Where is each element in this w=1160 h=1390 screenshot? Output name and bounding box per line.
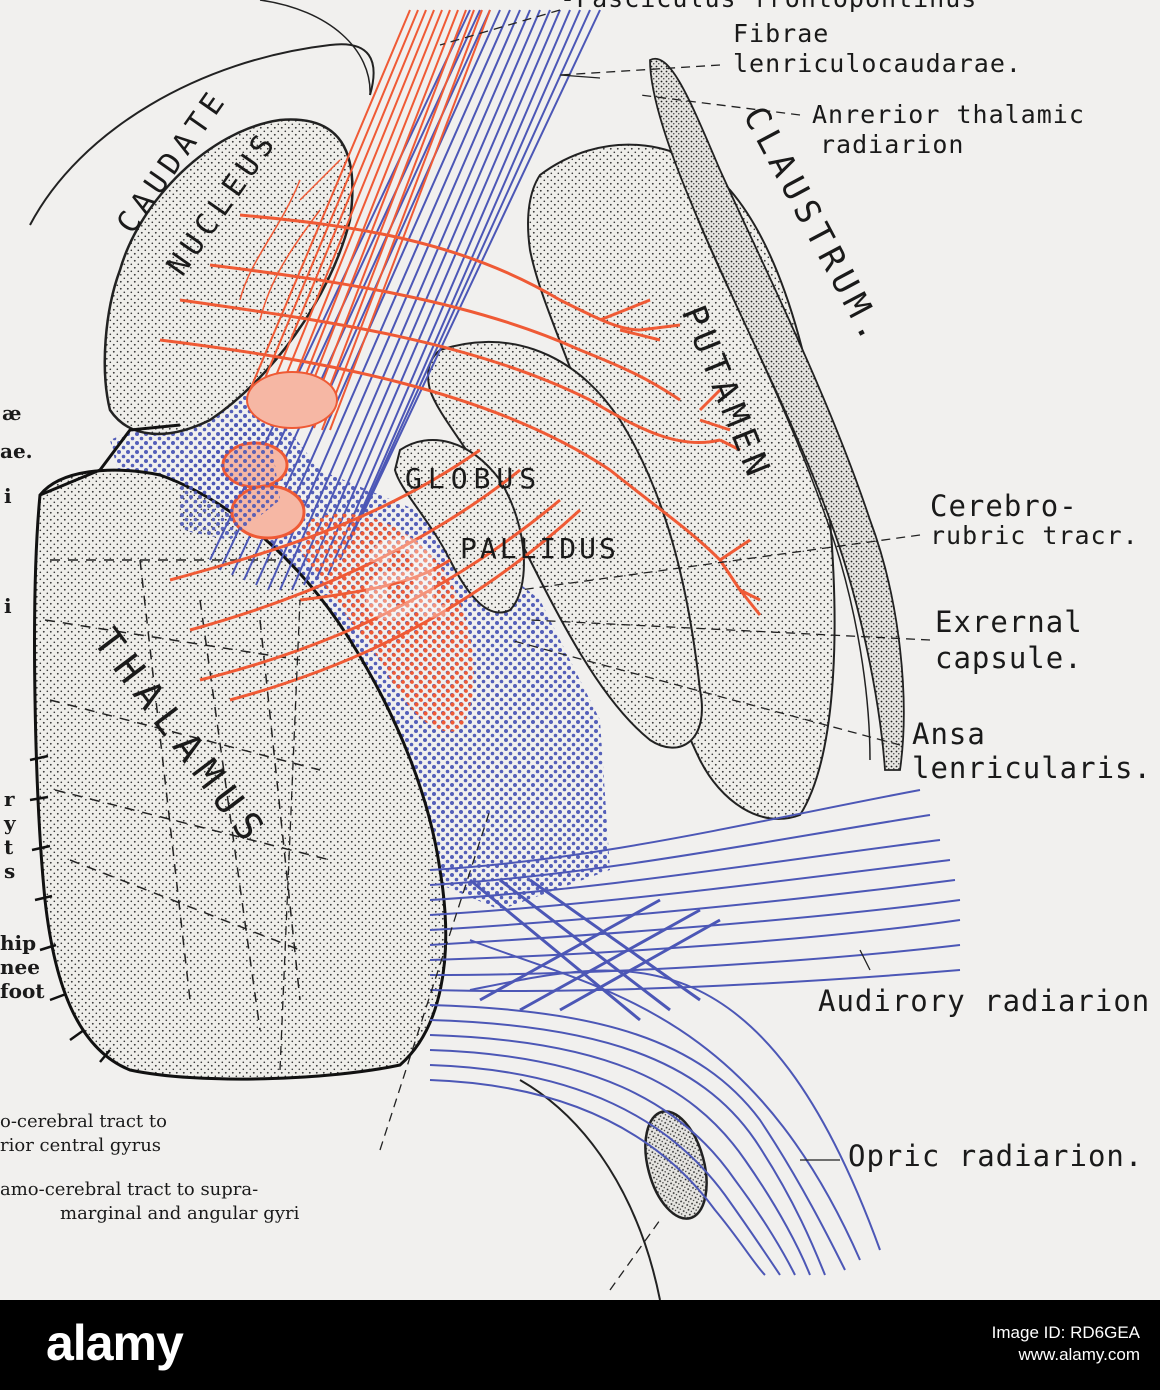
brand-logo[interactable]: alamy bbox=[46, 1314, 183, 1372]
edge-text-8: hip bbox=[0, 932, 36, 954]
edge-text-9: nee bbox=[0, 956, 40, 978]
label-external-1: Exrernal bbox=[935, 606, 1083, 638]
watermark-text: a bbox=[357, 479, 446, 655]
label-anterior-1: Anrerior thalamic bbox=[812, 101, 1085, 129]
edge-text-3: i bbox=[4, 595, 12, 617]
label-anterior-2: radiarion bbox=[820, 131, 964, 159]
edge-text-0: æ bbox=[2, 402, 22, 424]
watermark-footer: alamy Image ID: RD6GEA www.alamy.com bbox=[0, 1300, 1160, 1390]
label-external-2: capsule. bbox=[935, 642, 1083, 674]
site-url[interactable]: www.alamy.com bbox=[992, 1344, 1140, 1366]
image-id-label: Image ID: RD6GEA bbox=[992, 1322, 1140, 1344]
edge-text-10: foot bbox=[0, 980, 45, 1002]
label-cerebro-1: Cerebro- bbox=[930, 490, 1078, 522]
label-fasciculus: -Fasciculus frontopontinus bbox=[560, 0, 977, 13]
label-ansa-1: Ansa bbox=[912, 718, 986, 750]
globus-label: GLOBUS bbox=[405, 462, 542, 495]
note-2-line-1: amo-cerebral tract to supra- bbox=[0, 1180, 258, 1200]
image-id: Image ID: RD6GEA www.alamy.com bbox=[992, 1322, 1140, 1366]
edge-text-5: y bbox=[4, 812, 16, 834]
edge-text-1: ae. bbox=[0, 440, 33, 462]
note-1-line-2: rior central gyrus bbox=[0, 1136, 161, 1156]
label-fibrae-1: Fibrae bbox=[733, 20, 829, 48]
edge-text-6: t bbox=[4, 836, 13, 858]
pallidus-label: PALLIDUS bbox=[460, 532, 619, 565]
edge-text-7: s bbox=[4, 860, 15, 882]
label-ansa-2: lenricularis. bbox=[912, 752, 1152, 784]
edge-text-4: r bbox=[4, 788, 15, 810]
label-optic: Opric radiarion. bbox=[848, 1140, 1143, 1172]
note-2-line-2: marginal and angular gyri bbox=[60, 1204, 299, 1224]
diagram-stage: a CAUDATE NUCLEUS CLAUSTRUM. PUTAMEN GLO… bbox=[0, 0, 1160, 1300]
label-fibrae-2: lenriculocaudarae. bbox=[733, 50, 1022, 78]
note-1-line-1: o-cerebral tract to bbox=[0, 1112, 167, 1132]
label-cerebro-2: rubric tracr. bbox=[930, 522, 1139, 550]
edge-text-2: i bbox=[4, 485, 12, 507]
label-auditory: Audirory radiarion bbox=[818, 985, 1150, 1017]
